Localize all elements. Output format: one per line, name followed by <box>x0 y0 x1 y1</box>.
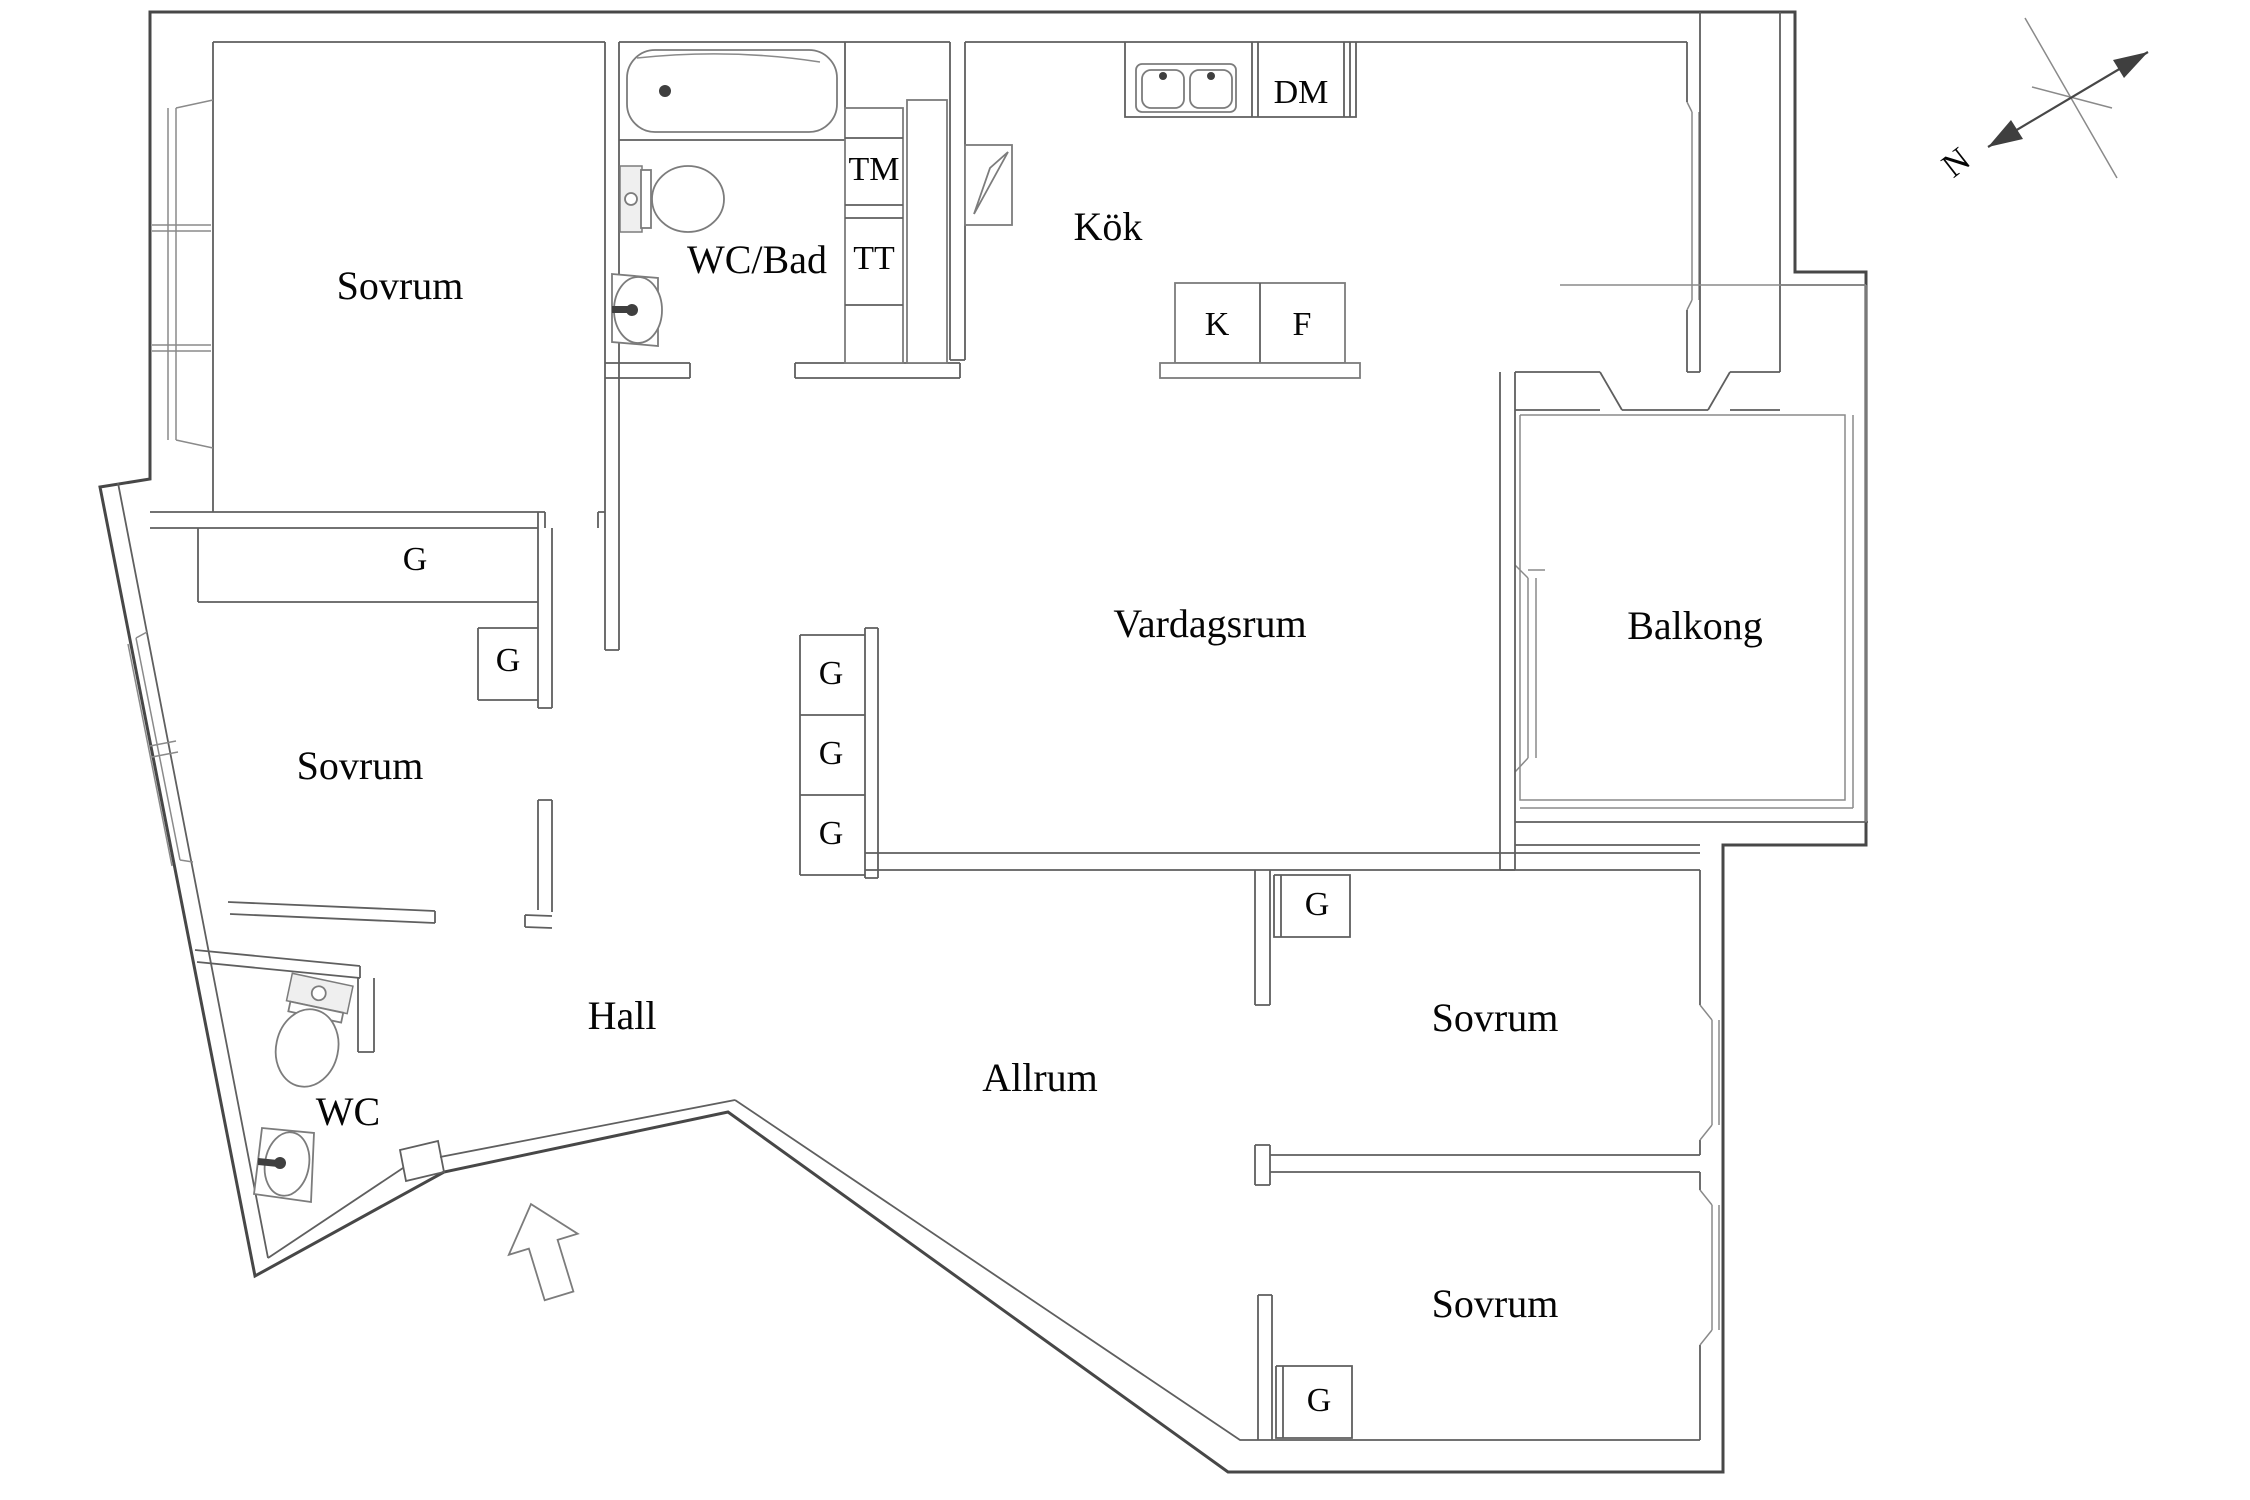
toilet-icon <box>619 165 725 233</box>
washbasin-icon <box>611 273 663 347</box>
window-slant-icon <box>127 631 194 867</box>
room-label-balkong: Balkong <box>1627 603 1763 648</box>
wardrobe-label-strip: G <box>403 541 428 578</box>
room-label-sovrum-w: Sovrum <box>297 743 424 788</box>
wardrobe-label: G <box>1305 886 1330 923</box>
window-left-icon <box>152 99 214 449</box>
windows <box>127 99 1720 1346</box>
window-sovrum-e-icon <box>1699 1004 1720 1141</box>
fridge-label: K <box>1205 306 1230 343</box>
room-label-sovrum-se: Sovrum <box>1432 1281 1559 1326</box>
window-kitchen-icon <box>1686 101 1700 311</box>
room-labels: Sovrum WC/Bad Kök Vardagsrum Balkong G G… <box>297 204 1763 1326</box>
window-sovrum-se-icon <box>1699 1189 1720 1346</box>
toilet-wc-icon <box>274 972 354 1088</box>
laundry-units: TM TT <box>844 99 948 364</box>
fridge-freezer-unit: K F <box>1159 282 1361 379</box>
wardrobe-sovrum-se: G <box>1275 1365 1353 1439</box>
room-label-sovrum-nw: Sovrum <box>337 263 464 308</box>
compass-north-label: N <box>1935 141 1977 185</box>
dishwasher-label: DM <box>1274 74 1329 111</box>
interior-walls <box>150 12 1866 1440</box>
compass-rose-icon: N <box>1935 17 2149 185</box>
window-balcony-icon <box>1514 564 1545 773</box>
room-label-wc: WC <box>316 1089 380 1134</box>
exterior-walls <box>98 10 1868 1474</box>
washer-label: TM <box>849 151 900 188</box>
wardrobe-sovrum-e: G <box>1273 874 1351 938</box>
room-label-vardagsrum: Vardagsrum <box>1113 601 1306 646</box>
kitchen-counter: DM <box>1124 42 1357 118</box>
room-label-sovrum-e: Sovrum <box>1432 995 1559 1040</box>
washbasin-wc-icon <box>253 1127 315 1204</box>
room-label-kok: Kök <box>1074 204 1143 249</box>
room-label-wc-bad: WC/Bad <box>687 237 827 282</box>
room-label-hall: Hall <box>588 993 657 1038</box>
bathtub-icon <box>619 42 846 141</box>
corner-cabinet-icon <box>964 144 1013 226</box>
entrance-door-notch <box>398 1139 446 1183</box>
wardrobe-label: G <box>819 735 844 772</box>
wardrobe-label: G <box>819 815 844 852</box>
room-label-allrum: Allrum <box>982 1055 1098 1100</box>
wardrobe-label: G <box>819 655 844 692</box>
balcony <box>1519 284 1867 822</box>
wardrobe-label-sovrum-w: G <box>496 642 521 679</box>
dryer-label: TT <box>853 240 895 277</box>
entrance-arrow-icon <box>507 1202 580 1302</box>
wardrobe-label: G <box>1307 1382 1332 1419</box>
wardrobe-column: G G G <box>799 634 865 876</box>
freezer-label: F <box>1293 306 1312 343</box>
